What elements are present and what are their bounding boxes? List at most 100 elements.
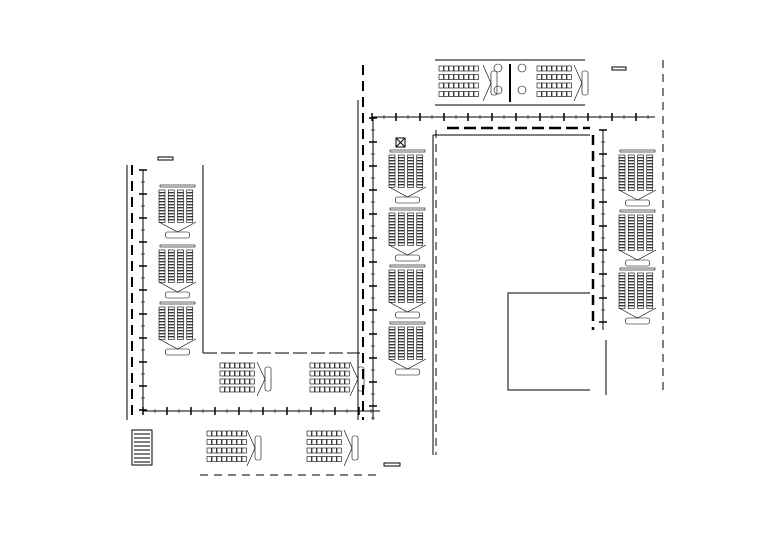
desk-seat — [388, 166, 396, 170]
desk-seat — [324, 386, 330, 393]
classrooms — [158, 63, 657, 467]
desk-seat — [397, 284, 405, 288]
desk-seat — [407, 227, 414, 231]
desk-seat — [536, 65, 542, 72]
desk-seat — [177, 195, 184, 199]
desk-seat — [407, 178, 414, 182]
desk-seat — [239, 370, 245, 377]
desk-seat — [388, 154, 396, 158]
desk-seat — [397, 236, 405, 240]
desk-seat — [397, 166, 405, 170]
desk-seat — [158, 192, 166, 196]
desk-seat — [177, 252, 184, 256]
desk-seat — [637, 281, 644, 285]
desk-seat — [329, 378, 335, 385]
desk-seat — [239, 386, 245, 393]
desk-seat — [324, 378, 330, 385]
desk-seat — [646, 166, 654, 170]
desk-seat — [186, 273, 194, 277]
classroom — [158, 244, 197, 299]
desk-seat — [344, 386, 350, 393]
desk-seat — [326, 430, 332, 437]
desk-seat — [206, 456, 212, 462]
sightline — [246, 429, 256, 467]
desk-seat — [536, 74, 542, 80]
desk-seat — [546, 91, 552, 97]
desk-seat — [637, 241, 644, 245]
desk-seat — [416, 350, 424, 354]
desk-seat — [388, 224, 396, 228]
desk-seat — [443, 74, 449, 80]
desk-seat — [186, 309, 194, 313]
classroom — [388, 321, 427, 376]
podium — [625, 199, 650, 207]
desk-seat — [637, 272, 644, 276]
desk-seat — [158, 195, 166, 199]
classroom — [618, 267, 657, 325]
desk-seat — [646, 305, 654, 309]
desk-seat — [388, 184, 396, 188]
desk-seat — [158, 273, 166, 277]
desk-seat — [236, 456, 242, 462]
desk-seat — [186, 198, 194, 202]
desk-seat — [618, 175, 626, 179]
desk-seat — [244, 386, 250, 393]
desk-seat — [443, 91, 449, 97]
classroom — [618, 209, 657, 267]
desk-seat — [186, 219, 194, 223]
desk-seat — [637, 226, 644, 230]
desk-seat — [167, 219, 175, 223]
desk-seat — [167, 252, 175, 256]
desk-seat — [646, 284, 654, 288]
desk-seat — [646, 232, 654, 236]
desk-seat — [186, 327, 194, 331]
desk-seat — [329, 386, 335, 393]
desk-seat — [186, 333, 194, 337]
desk-seat — [241, 456, 247, 462]
desk-seat — [416, 353, 424, 357]
desk-seat — [177, 258, 184, 262]
desk-seat — [407, 275, 414, 279]
desk-seat — [177, 213, 184, 217]
desk-seat — [158, 324, 166, 328]
sightline — [256, 361, 266, 397]
desk-seat — [561, 82, 567, 89]
desk-seat — [186, 318, 194, 322]
desk-seat — [637, 220, 644, 224]
desk-seat — [219, 386, 225, 393]
desk-seat — [541, 91, 547, 97]
desk-seat — [627, 160, 635, 164]
desk-seat — [388, 221, 396, 225]
room-top-bar — [159, 301, 196, 305]
label-bar — [383, 462, 401, 467]
round-table — [493, 85, 503, 95]
desk-seat — [158, 312, 166, 316]
desk-seat — [324, 370, 330, 377]
desk-seat — [416, 169, 424, 173]
desk-seat — [627, 181, 635, 185]
desk-seat — [618, 272, 626, 276]
desk-seat — [397, 160, 405, 164]
room-top-bar — [389, 264, 426, 268]
desk-seat — [397, 290, 405, 294]
desk-seat — [158, 216, 166, 220]
desk-seat — [438, 91, 444, 97]
desk-seat — [216, 439, 222, 445]
desk-seat — [158, 204, 166, 208]
desk-seat — [167, 192, 175, 196]
desk-seat — [646, 238, 654, 242]
desk-seat — [158, 267, 166, 271]
desk-seat — [186, 270, 194, 274]
desk-seat — [407, 299, 414, 303]
classroom — [388, 149, 427, 204]
desk-seat — [416, 293, 424, 297]
desk-seat — [236, 439, 242, 445]
desk-seat — [229, 362, 235, 369]
desk-seat — [646, 287, 654, 291]
desk-seat — [407, 157, 414, 161]
desk-seat — [646, 217, 654, 221]
desk-seat — [388, 353, 396, 357]
desk-seat — [331, 456, 337, 462]
desk-seat — [316, 456, 322, 462]
desk-seat — [473, 82, 479, 89]
